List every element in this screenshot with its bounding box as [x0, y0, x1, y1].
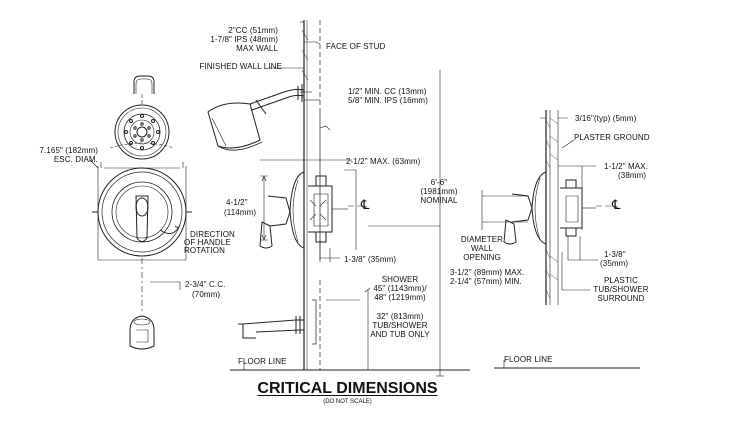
label-diameter-1: DIAMETER — [460, 235, 504, 244]
label-4-half: 4-1/2" — [226, 198, 248, 207]
label-floor-line-right: FLOOR LINE — [504, 355, 553, 364]
label-ips: 1-7/8" IPS (48mm) — [210, 35, 278, 44]
front-view-tub-spout — [129, 315, 155, 350]
label-plastic-1: PLASTIC — [603, 276, 639, 285]
label-direction-3: ROTATION — [184, 246, 225, 255]
label-shower-1: SHOWER — [381, 275, 419, 284]
label-38mm: (38mm) — [618, 171, 647, 180]
label-diameter-2: WALL — [471, 244, 493, 253]
right-view-wall — [545, 110, 559, 305]
right-view-dimension-lines — [481, 117, 640, 369]
label-2-3-4-cc: 2-3/4" C.C. — [185, 280, 226, 289]
label-shower-2: 45" (1143mm)/ — [373, 284, 427, 293]
label-1-3-8-right: 1-3/8" — [604, 250, 626, 259]
label-tub-1: 32" (813mm) — [376, 312, 424, 321]
label-direction-1: DIRECTION — [190, 230, 235, 239]
label-3-16: 3/16"(typ) (5mm) — [575, 114, 637, 123]
label-esc-diam-1: 7.165" (182mm) — [39, 146, 98, 155]
label-1-3-8-left: 1-3/8" (35mm) — [344, 255, 397, 264]
front-view-showerhead — [114, 75, 170, 160]
label-70mm: (70mm) — [192, 290, 221, 299]
label-1-half-max: 1-1/2" MAX. — [604, 162, 648, 171]
label-floor-line-left: FLOOR LINE — [238, 357, 287, 366]
side-view-valve — [259, 171, 333, 249]
label-plastic-3: SURROUND — [597, 294, 645, 303]
label-direction-2: OF HANDLE — [184, 238, 231, 247]
label-nominal: NOMINAL — [420, 196, 458, 205]
label-shower-3: 48" (1219mm) — [374, 293, 426, 302]
label-3-half: 3-1/2" (89mm) MAX. — [450, 268, 525, 277]
label-finished-wall-line: FINISHED WALL LINE — [199, 62, 282, 71]
label-6-6: 6'-6" — [430, 178, 448, 187]
label-diameter-3: OPENING — [463, 253, 501, 262]
front-view-escutcheon — [92, 142, 192, 257]
label-esc-diam-2: ESC. DIAM. — [53, 155, 98, 164]
side-view-dimension-lines — [230, 21, 470, 377]
label-plaster-ground: PLASTER GROUND — [574, 133, 650, 142]
side-view-wall — [301, 20, 321, 370]
label-plastic-2: TUB/SHOWER — [593, 285, 649, 294]
label-tub-3: AND TUB ONLY — [370, 330, 430, 339]
side-view-shower-arm — [207, 84, 305, 151]
label-tub-2: TUB/SHOWER — [372, 321, 428, 330]
label-114mm: (114mm) — [224, 208, 257, 217]
right-view-valve — [503, 171, 583, 245]
front-view-dimensions — [89, 94, 187, 312]
label-2-quarter: 2-1/4" (57mm) MIN. — [450, 277, 522, 286]
label-2cc: 2"CC (51mm) — [228, 26, 278, 35]
label-face-of-stud: FACE OF STUD — [326, 42, 386, 51]
side-view-tub-spout — [238, 299, 317, 345]
page-title: CRITICAL DIMENSIONS — [257, 380, 438, 397]
centerline-symbol-right: ℄ — [612, 198, 621, 213]
label-1981mm: (1981mm) — [420, 187, 458, 196]
label-2-half-max: 2-1/2" MAX. (63mm) — [346, 157, 421, 166]
label-min-ips: 5/8" MIN. IPS (16mm) — [348, 96, 428, 105]
label-max-wall: MAX WALL — [236, 44, 278, 53]
label-min-cc: 1/2" MIN. CC (13mm) — [348, 87, 427, 96]
label-35mm-right: (35mm) — [600, 259, 629, 268]
centerline-symbol-left: ℄ — [361, 198, 370, 213]
page-subtitle: (DO NOT SCALE) — [323, 399, 372, 405]
